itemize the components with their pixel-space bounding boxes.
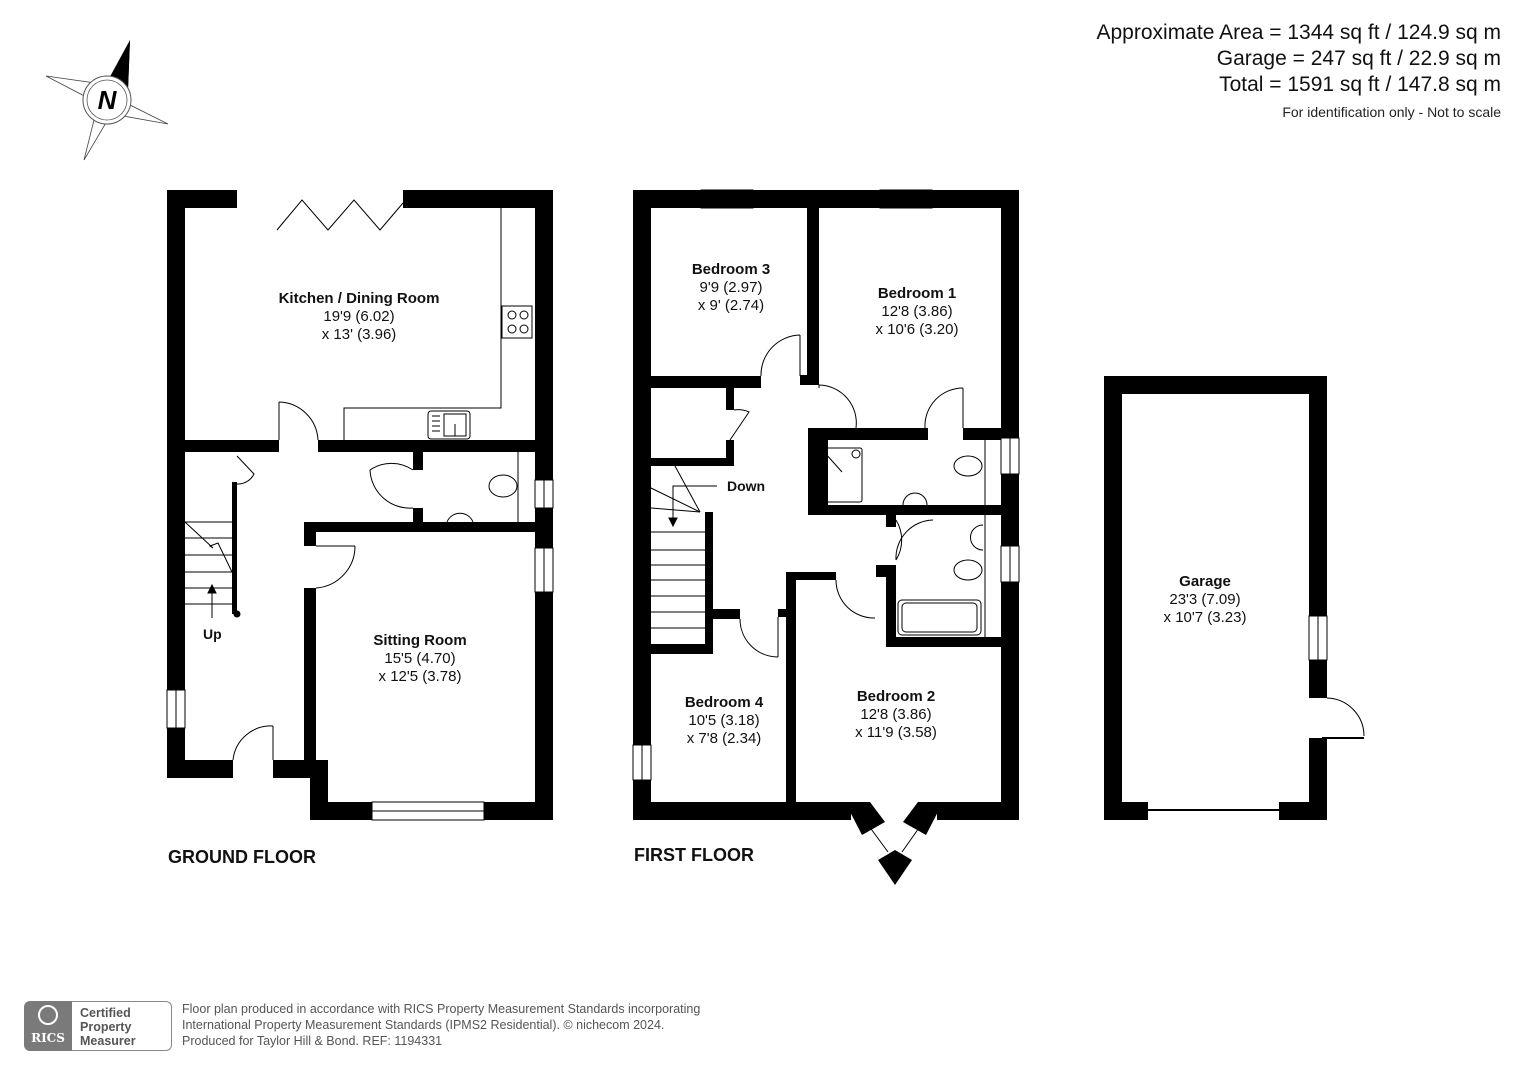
rics-lion-icon	[38, 1005, 58, 1025]
room-dimension: 19'9 (6.02)	[323, 308, 395, 325]
room-dimension: 10'5 (3.18)	[688, 712, 760, 729]
rics-logo: RICS	[24, 1001, 72, 1051]
stairs-up-label: Up	[203, 626, 222, 642]
footer-line: Floor plan produced in accordance with R…	[182, 1002, 701, 1016]
room-dimension: x 10'7 (3.23)	[1163, 609, 1247, 626]
room-name: Sitting Room	[373, 632, 467, 649]
room-dimension: 9'9 (2.97)	[699, 279, 763, 296]
room-name: Kitchen / Dining Room	[278, 290, 440, 307]
certified-property-measurer-badge: Certified Property Measurer	[72, 1001, 172, 1051]
room-dimension: x 9' (2.74)	[697, 297, 765, 314]
ground-floor-label: GROUND FLOOR	[168, 847, 316, 867]
garage-plan	[1104, 376, 1327, 820]
room-name: Bedroom 1	[877, 285, 957, 302]
cert-line: Property	[80, 1020, 132, 1034]
cert-line: Measurer	[80, 1034, 136, 1048]
room-sitting-room: Sitting Room 15'5 (4.70) x 12'5 (3.78)	[373, 632, 466, 686]
first-floor-label: FIRST FLOOR	[634, 845, 754, 865]
first-floor-plan	[633, 190, 1019, 885]
room-dimension: x 13' (3.96)	[321, 326, 397, 343]
cert-line: Certified	[80, 1006, 131, 1020]
disclaimer-note: For identification only - Not to scale	[1282, 104, 1501, 120]
room-garage: Garage 23'3 (7.09) x 10'7 (3.23)	[1164, 573, 1247, 627]
room-name: Bedroom 3	[691, 261, 771, 278]
room-dimension: x 12'5 (3.78)	[378, 668, 462, 685]
room-name: Bedroom 2	[856, 688, 936, 705]
room-dimension: 12'8 (3.86)	[860, 706, 932, 723]
room-name: Bedroom 4	[684, 694, 764, 711]
footer-line: Produced for Taylor Hill & Bond. REF: 11…	[182, 1034, 443, 1048]
footer-line: International Property Measurement Stand…	[182, 1018, 665, 1032]
room-dimension: x 11'9 (3.58)	[855, 724, 937, 741]
total-area-text: Total = 1591 sq ft / 147.8 sq m	[1219, 73, 1501, 96]
stairs-down-label: Down	[727, 478, 766, 494]
garage-area-text: Garage = 247 sq ft / 22.9 sq m	[1216, 47, 1501, 70]
approximate-area-text: Approximate Area = 1344 sq ft / 124.9 sq…	[1096, 21, 1502, 44]
room-bedroom-4: Bedroom 4 10'5 (3.18) x 7'8 (2.34)	[685, 694, 763, 748]
room-dimension: 23'3 (7.09)	[1169, 591, 1241, 608]
north-compass-icon: N	[45, 40, 169, 161]
rics-logo-text: RICS	[31, 1031, 65, 1045]
room-dimension: 12'8 (3.86)	[881, 303, 953, 320]
room-bedroom-2: Bedroom 2 12'8 (3.86) x 11'9 (3.58)	[855, 688, 937, 742]
room-dimension: x 10'6 (3.20)	[875, 321, 959, 338]
room-dimension: x 7'8 (2.34)	[686, 730, 762, 747]
room-kitchen-dining: Kitchen / Dining Room 19'9 (6.02) x 13' …	[279, 290, 440, 344]
ground-floor-plan	[167, 190, 553, 820]
area-summary: Approximate Area = 1344 sq ft / 124.9 sq…	[1097, 20, 1502, 120]
footer: RICS Certified Property Measurer Floor p…	[24, 1001, 700, 1053]
room-dimension: 15'5 (4.70)	[384, 650, 456, 667]
room-bedroom-1: Bedroom 1 12'8 (3.86) x 10'6 (3.20)	[876, 285, 959, 339]
room-name: Garage	[1179, 573, 1231, 590]
room-bedroom-3: Bedroom 3 9'9 (2.97) x 9' (2.74)	[692, 261, 770, 315]
svg-text:N: N	[98, 85, 118, 115]
footer-disclaimer: Floor plan produced in accordance with R…	[182, 1001, 700, 1049]
